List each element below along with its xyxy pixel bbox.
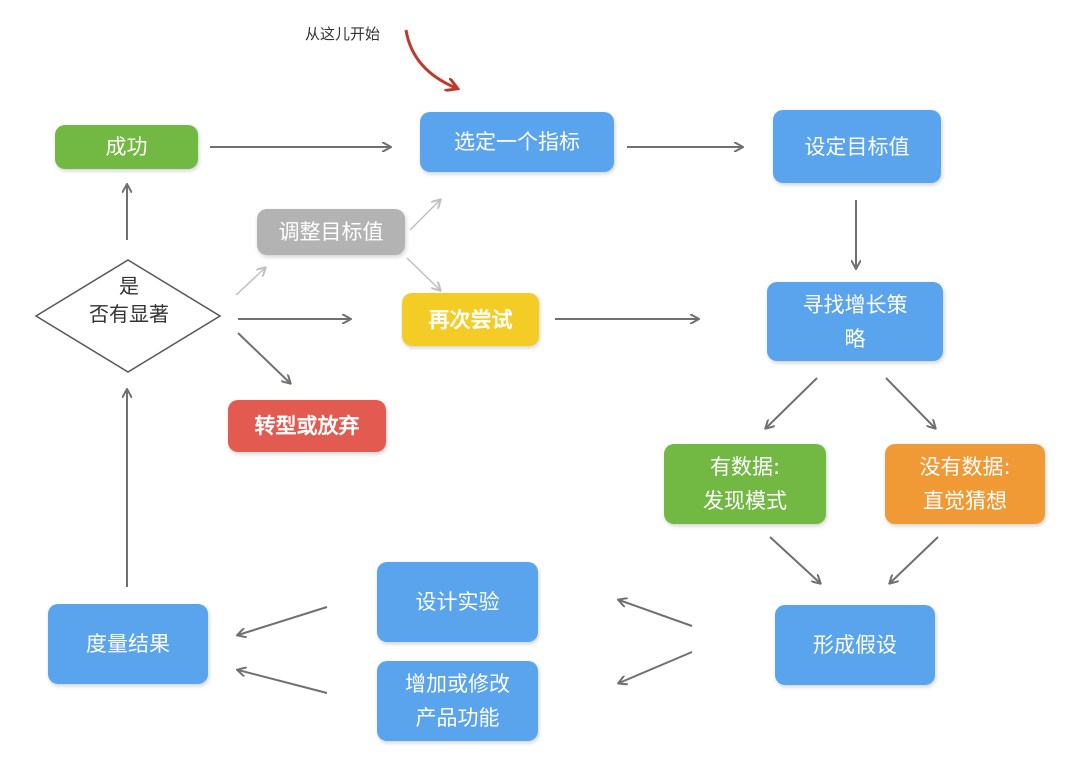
node-select-metric: 选定一个指标: [420, 112, 614, 172]
arrow-diamond-to-pivot: [237, 332, 290, 383]
node-form-hypothesis-label: 形成假设: [813, 633, 897, 657]
arrow-data-to-hypothesis: [769, 536, 820, 583]
node-set-target: 设定目标值: [773, 110, 941, 183]
node-no-data: 没有数据: 直觉猜想: [885, 444, 1045, 524]
node-find-strategy-line1: 寻找增长策: [802, 292, 908, 317]
node-no-data-line1: 没有数据:: [919, 455, 1011, 479]
node-adjust-target: 调整目标值: [257, 209, 405, 255]
start-label: 从这儿开始: [305, 25, 381, 43]
arrow-strategy-to-data: [766, 377, 818, 428]
arrow-hypothesis-to-modify: [619, 651, 693, 683]
node-with-data: 有数据: 发现模式: [664, 444, 826, 524]
arrow-adjust-to-retry: [406, 257, 440, 290]
node-with-data-line2: 发现模式: [703, 489, 787, 513]
node-modify-feature: 增加或修改 产品功能: [377, 661, 538, 741]
node-try-again-label: 再次尝试: [428, 307, 513, 332]
node-significance-line2: 否有显著: [89, 302, 169, 326]
start-arrow: [404, 29, 456, 88]
arrow-adjust-to-select: [409, 200, 440, 231]
arrow-diamond-to-adjust: [235, 268, 265, 296]
node-pivot-or-quit: 转型或放弃: [228, 400, 386, 452]
arrow-design-to-measure: [238, 606, 328, 635]
node-design-experiment-label: 设计实验: [415, 590, 500, 614]
significance-diamond: [34, 259, 222, 373]
node-modify-feature-line2: 产品功能: [415, 706, 500, 730]
node-significance: 是 否有显著: [44, 272, 214, 328]
node-adjust-target-label: 调整目标值: [278, 220, 384, 244]
node-with-data-line1: 有数据:: [709, 455, 781, 479]
node-significance-line1: 是: [119, 274, 139, 298]
node-modify-feature-line1: 增加或修改: [405, 672, 510, 696]
node-success: 成功: [55, 125, 198, 169]
node-form-hypothesis: 形成假设: [775, 605, 935, 685]
node-select-metric-label: 选定一个指标: [454, 130, 580, 154]
node-find-strategy: 寻找增长策 略: [767, 282, 943, 361]
node-design-experiment: 设计实验: [377, 562, 538, 642]
arrow-nodata-to-hypothesis: [890, 536, 939, 583]
arrow-modify-to-measure: [238, 670, 328, 694]
arrow-hypothesis-to-design: [619, 600, 693, 627]
node-success-label: 成功: [105, 135, 148, 159]
node-pivot-or-quit-label: 转型或放弃: [254, 414, 360, 438]
arrow-strategy-to-nodata: [885, 377, 935, 428]
node-measure-results-label: 度量结果: [86, 632, 170, 656]
node-set-target-label: 设定目标值: [804, 134, 910, 159]
node-try-again: 再次尝试: [402, 293, 539, 346]
node-no-data-line2: 直觉猜想: [923, 489, 1007, 513]
node-measure-results: 度量结果: [48, 604, 208, 684]
node-find-strategy-line2: 略: [844, 326, 866, 351]
